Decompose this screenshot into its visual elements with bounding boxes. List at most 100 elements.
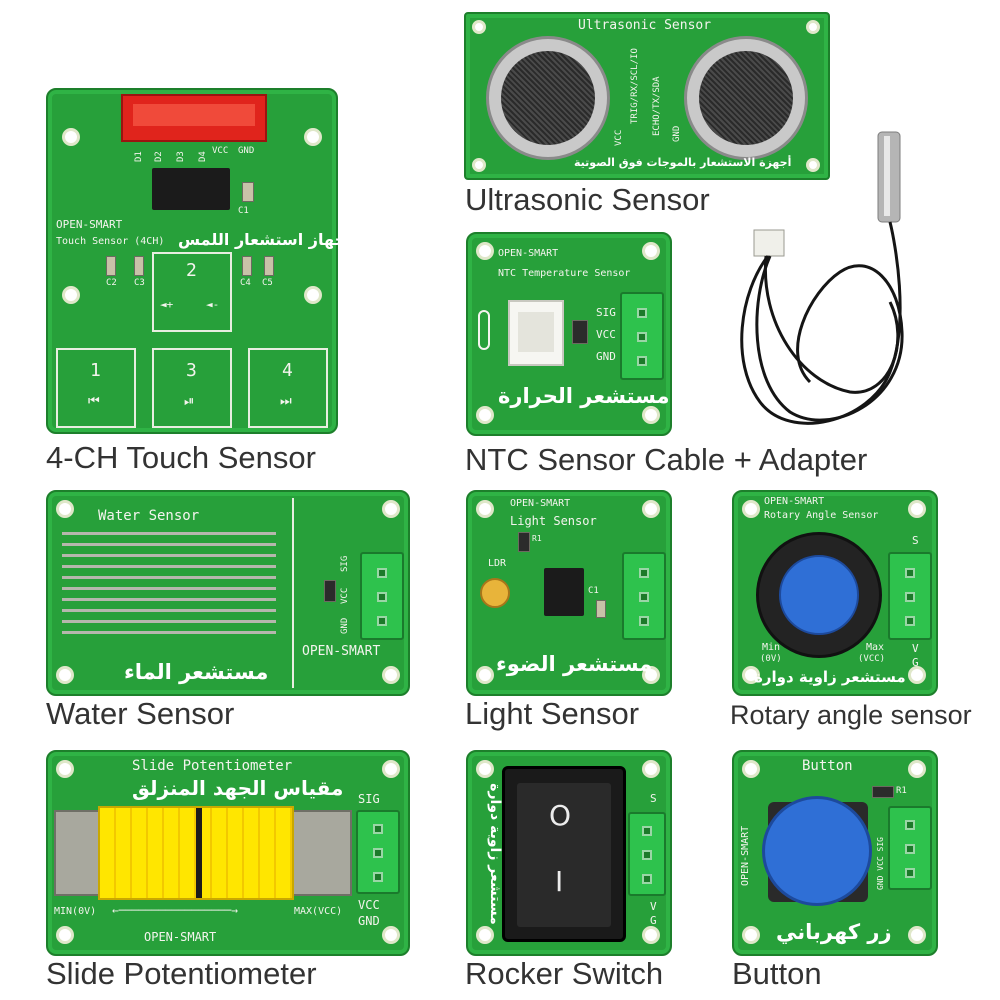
comparator-ic (544, 568, 584, 616)
brand-label: OPEN-SMART (764, 496, 825, 507)
caption-slide-potentiometer: Slide Potentiometer (46, 956, 317, 991)
mount-hole (382, 926, 400, 944)
next-icon: ⏭ (280, 394, 292, 409)
pin-label: GND (596, 350, 616, 363)
cap-label: C1 (238, 206, 249, 216)
pin-label: SIG (358, 792, 380, 806)
touch-ic (152, 168, 230, 210)
capacitor (596, 600, 606, 618)
pad-number: 1 (90, 360, 101, 381)
board-title: Button (802, 758, 853, 774)
arabic-label: مستشعر زاوية دوارة (486, 783, 503, 925)
arabic-label: جهاز استشعار اللمس (178, 230, 347, 249)
mount-hole (472, 20, 486, 34)
r1-label: R1 (896, 786, 907, 796)
resistor (518, 532, 530, 552)
pad-number: 4 (282, 360, 293, 381)
mount-hole (642, 666, 660, 684)
pin-label: G (912, 656, 919, 669)
thermometer-icon (478, 310, 490, 350)
switch-on-symbol: I (555, 865, 564, 898)
vol-down-icon: ◄- (206, 298, 220, 311)
slider-knob[interactable] (98, 806, 294, 900)
mount-hole (742, 926, 760, 944)
touch-pad-3: 3 ⏯ (152, 348, 232, 428)
mount-hole (382, 666, 400, 684)
touch-pad-4: 4 ⏭ (248, 348, 328, 428)
button-board: Button R1 OPEN-SMART GND VCC SIG زر كهرب… (732, 750, 938, 956)
board-name: NTC Temperature Sensor (498, 268, 631, 279)
mount-hole (56, 666, 74, 684)
touch-pad-1: 1 ⏮ (56, 348, 136, 428)
pin-label: V (650, 900, 657, 913)
pin-label: D2 (154, 151, 164, 162)
caption-light-sensor: Light Sensor (465, 696, 640, 731)
mount-hole (476, 666, 494, 684)
pin-label: S (650, 792, 657, 805)
pin-label: G (650, 914, 657, 927)
push-button[interactable] (762, 796, 872, 906)
mount-hole (908, 666, 926, 684)
board-name: Rotary Angle Sensor (764, 510, 879, 521)
mount-hole (304, 286, 322, 304)
pin-label: D3 (176, 151, 186, 162)
mount-hole (742, 666, 760, 684)
min-voltage-label: (0V) (760, 654, 782, 664)
mount-hole (806, 158, 820, 172)
max-label: Max (866, 642, 885, 653)
caption-ntc-sensor: NTC Sensor Cable + Adapter (465, 442, 868, 477)
pin-connector (620, 292, 664, 380)
board-title: Ultrasonic Sensor (578, 18, 712, 33)
mount-hole (56, 500, 74, 518)
mount-hole (742, 760, 760, 778)
mount-hole (642, 406, 660, 424)
pin-label: SIG (596, 306, 616, 319)
caption-water-sensor: Water Sensor (46, 696, 235, 731)
rocker-switch-board: مستشعر زاوية دوارة O I S V G (466, 750, 672, 956)
touch-pad-2: 2 ◄+ ◄- (152, 252, 232, 332)
pin-connector (356, 810, 400, 894)
pin-label: TRIG/RX/SCL/IO (630, 48, 640, 124)
pin-label: GND (672, 125, 682, 142)
mount-hole (476, 500, 494, 518)
ultrasonic-transducer-right (684, 36, 808, 160)
mount-hole (642, 760, 660, 778)
previous-icon: ⏮ (88, 394, 100, 409)
play-pause-icon: ⏯ (184, 394, 195, 409)
caption-button: Button (732, 956, 822, 991)
arabic-label: زر كهرباني (776, 920, 892, 944)
pin-label: GND VCC SIG (876, 837, 885, 890)
pin-label: GND (358, 914, 380, 928)
cap-label: C3 (134, 278, 145, 288)
brand-label: OPEN-SMART (740, 825, 751, 886)
max-label: MAX(VCC) (294, 906, 343, 917)
pin-label: VCC (614, 129, 624, 146)
board-name: Water Sensor (98, 508, 200, 524)
arabic-label: مستشعر الضوء (496, 652, 653, 676)
mount-hole (642, 242, 660, 260)
caption-ultrasonic-sensor: Ultrasonic Sensor (465, 182, 710, 217)
mount-hole (642, 500, 660, 518)
rocker-switch[interactable]: O I (502, 766, 626, 942)
mount-hole (476, 406, 494, 424)
mount-hole (476, 242, 494, 260)
pin-label: GND (340, 617, 350, 634)
min-label: Min (762, 642, 781, 653)
potentiometer-knob[interactable] (756, 532, 882, 658)
ldr-label: LDR (488, 558, 507, 569)
pin-label: VCC (212, 146, 229, 156)
pin-connector (360, 552, 404, 640)
board-name: Light Sensor (510, 514, 597, 528)
arabic-label: مستشعر زاوية دوارة (754, 668, 906, 686)
pin-label: D1 (134, 151, 144, 162)
rotary-sensor-board: OPEN-SMART Rotary Angle Sensor S V G Min… (732, 490, 938, 696)
caption-touch-sensor: 4-CH Touch Sensor (46, 440, 316, 475)
ultrasonic-sensor-board: Ultrasonic Sensor VCC TRIG/RX/SCL/IO ECH… (464, 12, 830, 180)
pin-connector (628, 812, 666, 896)
resistor (324, 580, 336, 602)
ntc-probe-cable (740, 131, 904, 425)
mount-hole (62, 128, 80, 146)
caption-rotary-sensor: Rotary angle sensor (730, 700, 972, 730)
caption-rocker-switch: Rocker Switch (465, 956, 664, 991)
resistor (572, 320, 588, 344)
